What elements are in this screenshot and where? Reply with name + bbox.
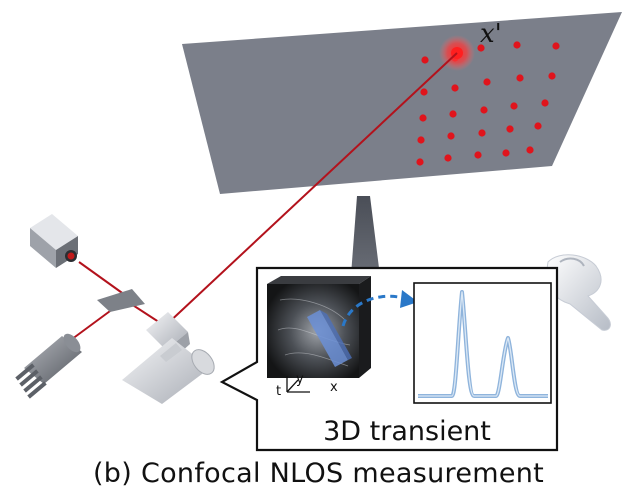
transient-volume — [267, 276, 371, 378]
axis-t-label: t — [276, 384, 281, 399]
axis-y-label: y — [296, 372, 304, 387]
volume-axes — [286, 376, 310, 393]
transient-plot — [413, 282, 552, 404]
beam-splitter — [97, 289, 145, 312]
inset-title: 3D transient — [323, 416, 491, 447]
laser-source — [15, 333, 82, 399]
scan-point-label: x' — [480, 19, 502, 49]
scan-dot-grid — [416, 41, 560, 166]
axis-x-label: x — [330, 380, 338, 395]
detector-device — [30, 214, 78, 268]
transient-plot-frame — [413, 282, 552, 404]
hidden-object-slice — [307, 310, 348, 367]
galvo-scanner — [122, 312, 215, 404]
relay-wall — [182, 12, 622, 194]
figure-caption: (b) Confocal NLOS measurement — [92, 458, 545, 489]
